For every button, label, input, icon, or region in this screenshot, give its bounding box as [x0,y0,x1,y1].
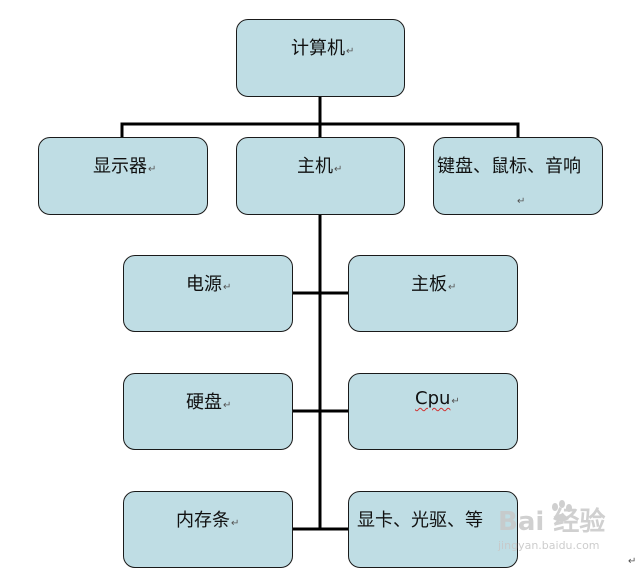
node-motherboard-label: 主板 [411,274,447,295]
paragraph-mark: ↵ [451,396,460,407]
node-computer: 计算机↵ [236,19,405,97]
watermark-main: Bai 经验 [498,507,606,537]
node-gpu-label: 显卡、光驱、等 [357,510,483,531]
baidu-paw-icon [552,500,572,522]
node-gpu: 显卡、光驱、等 [348,491,518,568]
node-memory-label: 内存条 [176,510,230,531]
node-cpu: Cpu↵ [348,373,518,450]
paragraph-mark: ↵ [448,282,457,293]
watermark-sub: jingyan.baidu.com [498,539,600,552]
baidu-jingyan-watermark: Bai 经验 jingyan.baidu.com [470,495,640,565]
node-computer-label: 计算机 [291,38,345,59]
node-power-label: 电源 [186,274,222,295]
node-power: 电源↵ [123,255,293,332]
node-monitor-label: 显示器 [93,156,147,177]
paragraph-mark: ↵ [628,556,637,567]
node-motherboard: 主板↵ [348,255,518,332]
paragraph-mark: ↵ [346,46,355,57]
paragraph-mark: ↵ [334,164,343,175]
node-monitor: 显示器↵ [38,137,208,215]
node-host-label: 主机 [297,156,333,177]
node-cpu-label: Cpu [415,388,451,409]
paragraph-mark: ↵ [223,282,232,293]
paragraph-mark: ↵ [517,196,526,207]
node-harddisk-label: 硬盘 [186,392,222,413]
node-peripherals-label: 键盘、鼠标、音响 [437,156,581,177]
paragraph-mark: ↵ [231,518,240,529]
paragraph-mark: ↵ [148,164,157,175]
node-peripherals: 键盘、鼠标、音响 ↵ [433,137,603,215]
node-harddisk: 硬盘↵ [123,373,293,450]
node-memory: 内存条↵ [123,491,293,568]
paragraph-mark: ↵ [223,400,232,411]
node-host: 主机↵ [236,137,405,215]
